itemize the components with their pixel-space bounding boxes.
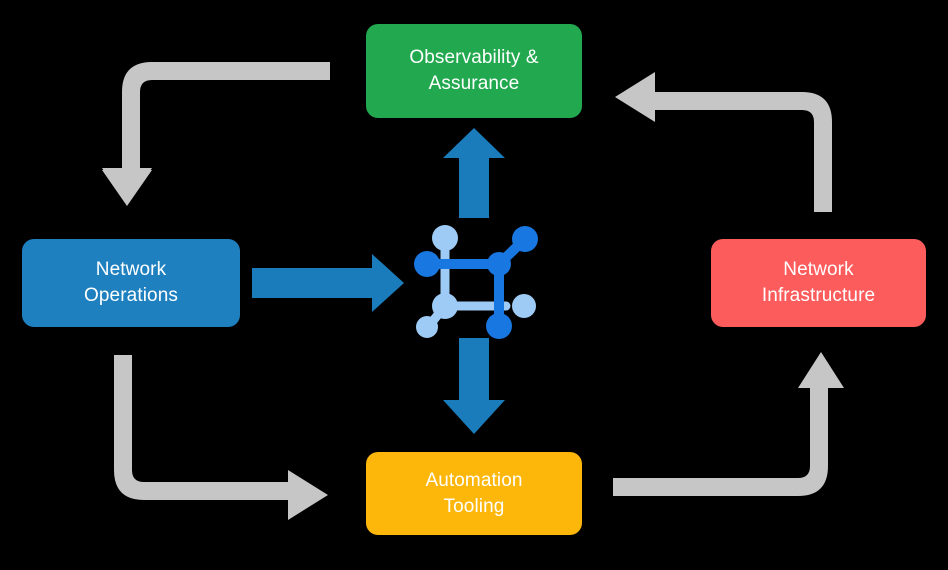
arrow-observability-to-operations bbox=[102, 62, 330, 206]
topology-light-nodes bbox=[416, 225, 536, 338]
arrow-center-to-automation bbox=[443, 338, 505, 434]
box-network-operations[interactable]: Network Operations bbox=[22, 239, 240, 327]
arrow-center-to-observability bbox=[443, 128, 505, 218]
box-automation-tooling[interactable]: Automation Tooling bbox=[366, 452, 582, 535]
arrow-infrastructure-to-observability bbox=[615, 72, 832, 212]
box-observability-assurance[interactable]: Observability & Assurance bbox=[366, 24, 582, 118]
box-network-infrastructure[interactable]: Network Infrastructure bbox=[711, 239, 926, 327]
network-topology-icon bbox=[414, 225, 538, 339]
topology-dark-nodes bbox=[414, 226, 538, 339]
arrow-automation-to-infrastructure bbox=[613, 352, 844, 496]
arrow-operations-to-automation bbox=[114, 355, 328, 520]
arrow-operations-to-center bbox=[252, 254, 404, 312]
